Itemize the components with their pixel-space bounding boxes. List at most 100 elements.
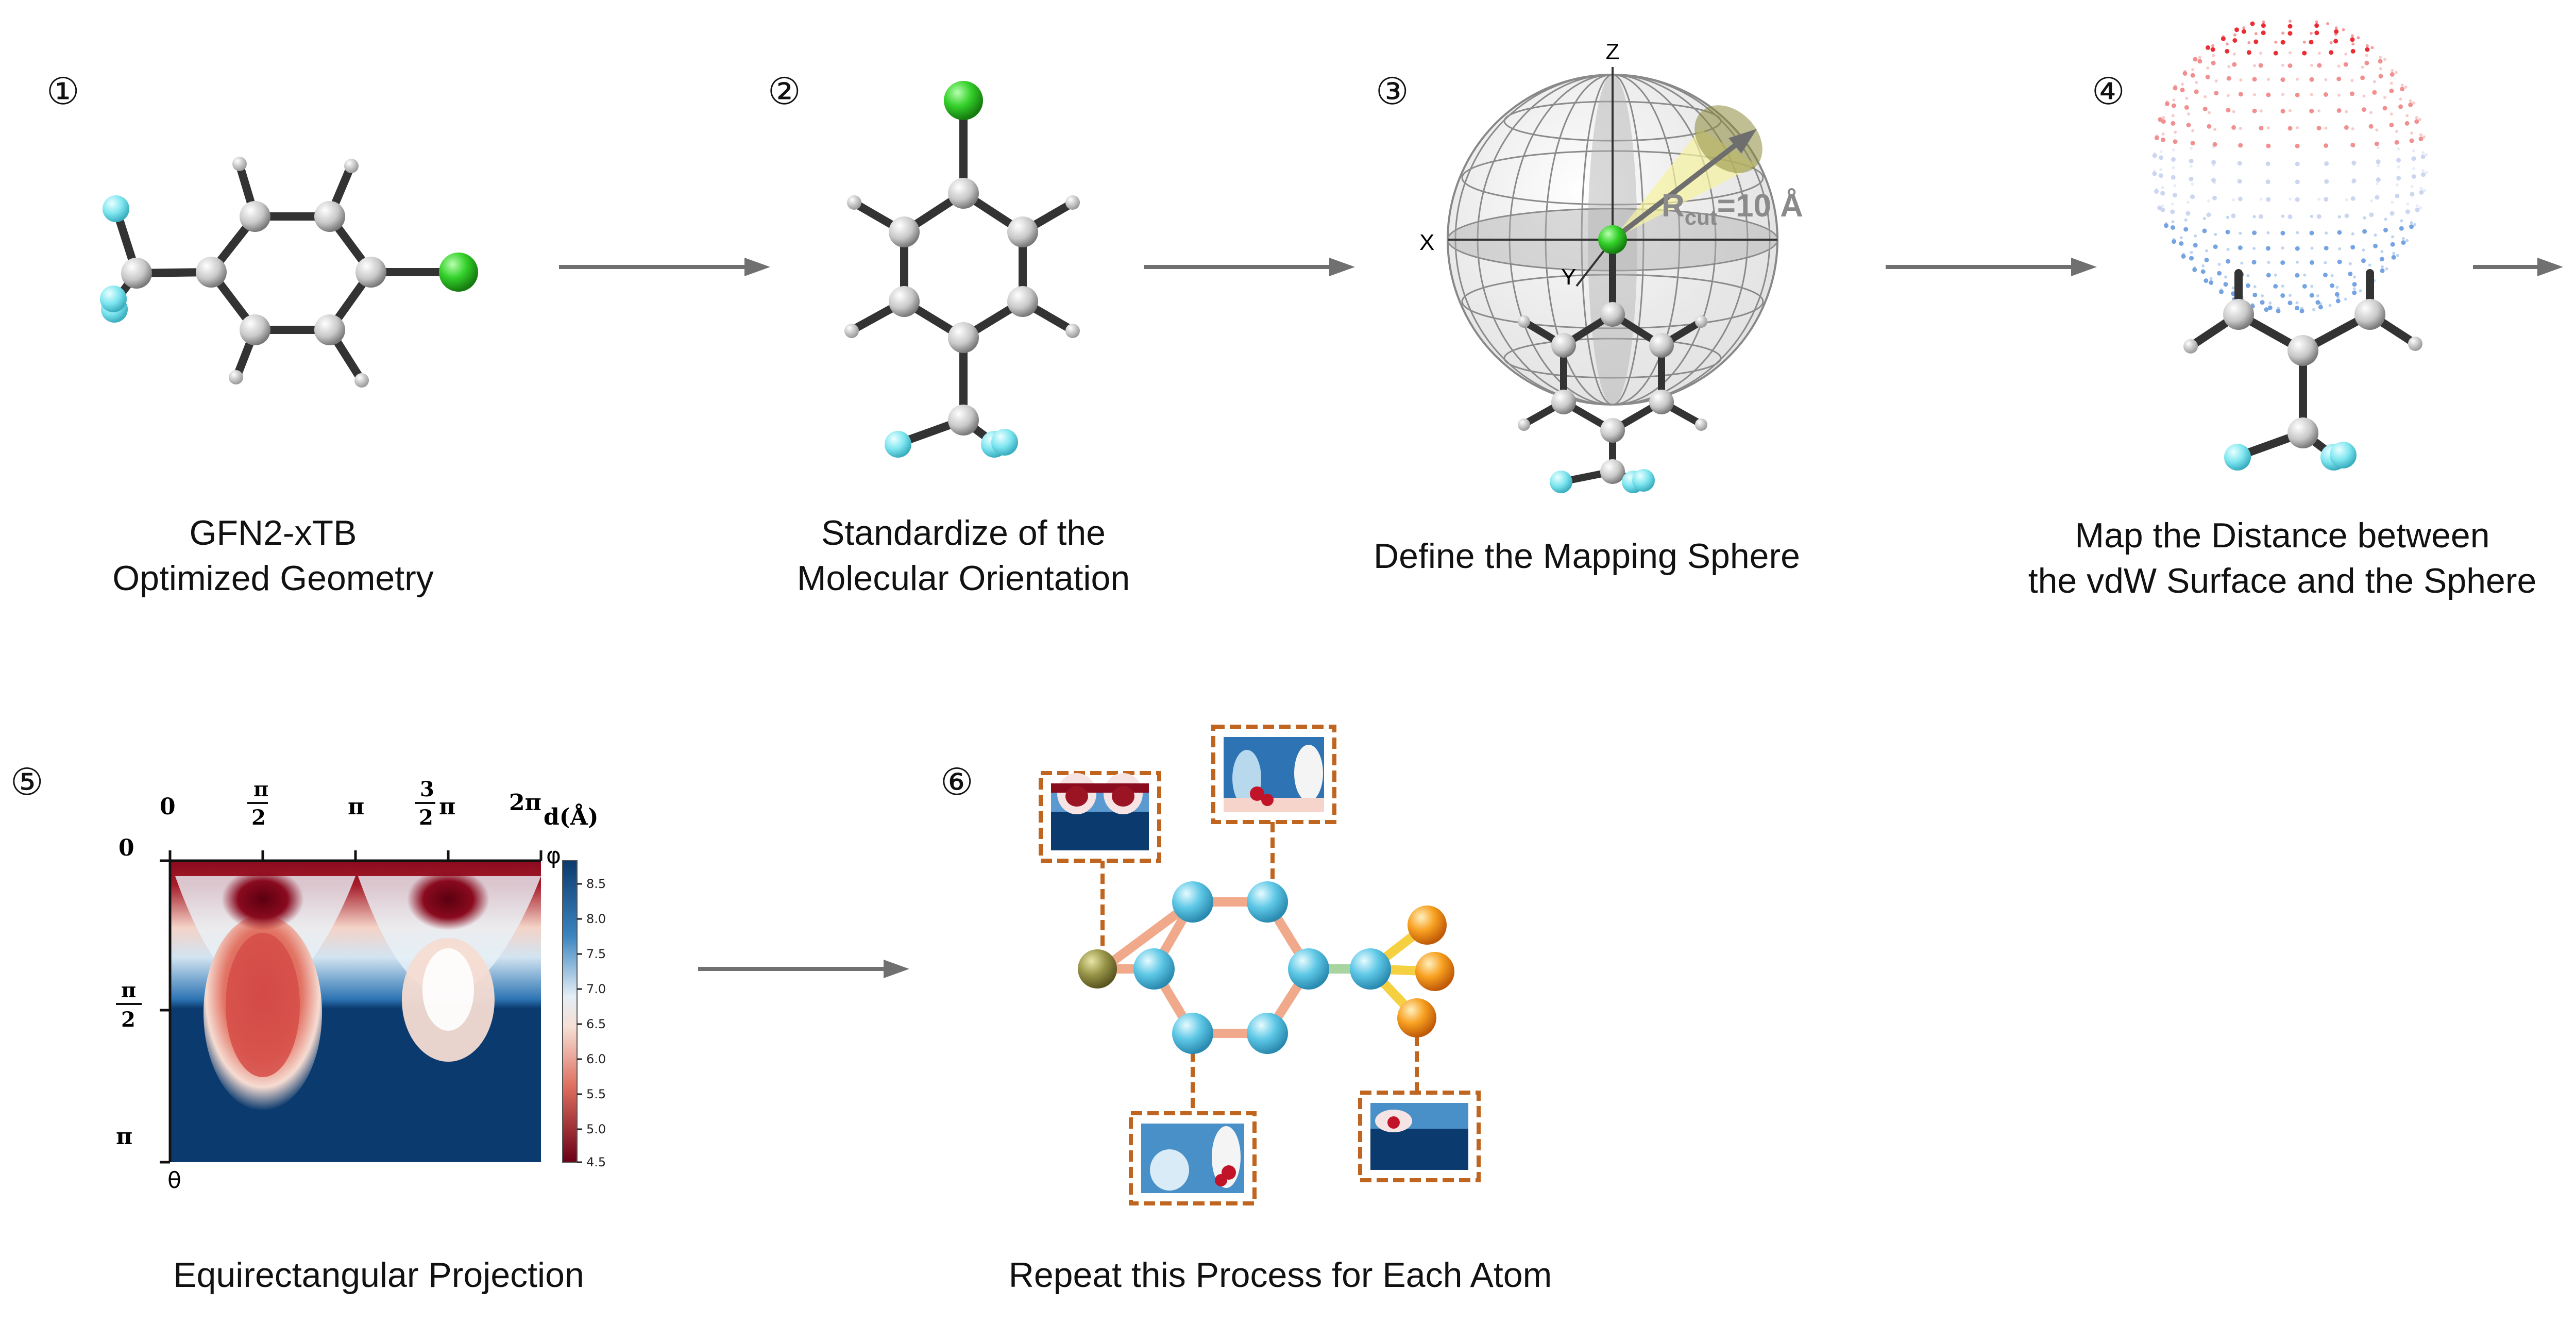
surface-dot bbox=[2350, 48, 2355, 54]
surface-dot bbox=[2240, 261, 2244, 265]
colorbar-tick: 7.0 bbox=[586, 982, 606, 996]
surface-dot bbox=[2309, 77, 2314, 82]
surface-dot bbox=[2376, 159, 2381, 164]
surface-dot bbox=[2295, 273, 2300, 278]
surface-dot bbox=[2280, 230, 2285, 236]
surface-dot bbox=[2374, 141, 2379, 146]
surface-dot bbox=[2330, 283, 2335, 288]
surface-dot bbox=[2318, 305, 2323, 310]
surface-dot bbox=[2287, 24, 2293, 29]
surface-dot bbox=[2302, 40, 2306, 44]
surface-dot bbox=[2295, 179, 2300, 185]
surface-dot bbox=[2381, 265, 2384, 269]
surface-dot bbox=[2408, 102, 2413, 107]
surface-dot bbox=[2415, 207, 2420, 212]
surface-dot bbox=[2315, 20, 2318, 24]
frac-denominator: 2 bbox=[419, 806, 433, 830]
surface-dot bbox=[2391, 69, 2394, 72]
colorbar-tick: 6.5 bbox=[586, 1017, 606, 1031]
surface-dot bbox=[2192, 267, 2197, 272]
step-2-number: ② bbox=[768, 70, 801, 113]
step-1-caption: GFN2-xTB Optimized Geometry bbox=[0, 510, 582, 601]
phi-tick-0: 0 bbox=[160, 794, 176, 820]
surface-dot bbox=[2405, 114, 2409, 118]
surface-dot bbox=[2336, 108, 2342, 113]
surface-dot bbox=[2197, 59, 2202, 64]
phi-tick-half-pi: π 2 bbox=[247, 777, 268, 830]
surface-dot bbox=[2362, 229, 2367, 234]
surface-dot bbox=[2153, 152, 2157, 156]
surface-dot bbox=[2187, 112, 2190, 116]
caption-line: Map the Distance between bbox=[2075, 516, 2490, 555]
surface-dot bbox=[2171, 175, 2176, 180]
surface-dot bbox=[2289, 51, 2292, 55]
surface-dot bbox=[2410, 221, 2413, 225]
surface-dot bbox=[2212, 195, 2217, 200]
surface-dot bbox=[2259, 109, 2263, 113]
surface-dot bbox=[2266, 197, 2271, 202]
surface-dot bbox=[2225, 229, 2230, 234]
surface-dot bbox=[2375, 195, 2380, 200]
surface-dot bbox=[2252, 77, 2257, 82]
surface-dot bbox=[2226, 259, 2231, 264]
surface-dot bbox=[2191, 182, 2194, 186]
surface-dot bbox=[2314, 23, 2319, 28]
surface-dot bbox=[2295, 161, 2300, 166]
surface-dot bbox=[2254, 32, 2258, 36]
surface-dot bbox=[2329, 41, 2333, 44]
surface-dot bbox=[2194, 89, 2199, 94]
surface-dot bbox=[2158, 173, 2163, 178]
surface-dot bbox=[2310, 246, 2314, 250]
surface-dot bbox=[2268, 301, 2272, 305]
surface-dot bbox=[2378, 74, 2383, 79]
surface-dot bbox=[2372, 90, 2377, 95]
surface-dot bbox=[2345, 198, 2348, 202]
surface-dot bbox=[2295, 143, 2300, 148]
surface-dot bbox=[2226, 76, 2231, 81]
surface-dot bbox=[2419, 133, 2422, 137]
surface-dot bbox=[2190, 250, 2193, 254]
surface-dot bbox=[2303, 273, 2307, 277]
surface-dot bbox=[2382, 106, 2387, 111]
surface-dot bbox=[2383, 96, 2386, 99]
surface-dot bbox=[2205, 249, 2208, 253]
surface-dot bbox=[2296, 126, 2299, 129]
surface-dot bbox=[2210, 47, 2215, 52]
surface-dot bbox=[2410, 185, 2414, 188]
surface-dot bbox=[2157, 205, 2162, 210]
surface-dot bbox=[2330, 274, 2334, 277]
surface-dot bbox=[2317, 52, 2321, 55]
caption-line: Optimized Geometry bbox=[112, 559, 434, 598]
equirectangular-projection: 0 π 2 π 3 2 π 2π φ 0 π 2 π θ d(Å) 8.5 8.… bbox=[116, 777, 606, 1194]
surface-dot bbox=[2370, 46, 2374, 49]
phi-tick-2pi: 2π bbox=[509, 790, 541, 816]
radius-symbol: R bbox=[1662, 188, 1685, 224]
surface-dot bbox=[2232, 198, 2235, 202]
surface-dot bbox=[2385, 267, 2388, 271]
surface-dot bbox=[2253, 64, 2256, 68]
surface-dot bbox=[2394, 71, 2398, 74]
surface-dot bbox=[2411, 156, 2416, 161]
surface-dot bbox=[2266, 273, 2271, 278]
molecule-optimized-geometry bbox=[100, 157, 478, 388]
surface-dot bbox=[2161, 186, 2164, 189]
surface-dot bbox=[2420, 154, 2426, 159]
surface-dot bbox=[2189, 256, 2194, 261]
surface-dot bbox=[2344, 213, 2349, 219]
theta-tick-0: 0 bbox=[118, 835, 134, 861]
surface-dot bbox=[2404, 86, 2408, 89]
surface-dot bbox=[2396, 254, 2399, 257]
surface-dot bbox=[2380, 268, 2385, 273]
surface-dot bbox=[2211, 44, 2215, 47]
colorbar-tick: 4.5 bbox=[586, 1155, 606, 1169]
surface-dot bbox=[2245, 283, 2250, 288]
surface-dot bbox=[2219, 288, 2223, 292]
surface-dot bbox=[2343, 62, 2348, 67]
surface-dot bbox=[2265, 161, 2270, 166]
surface-dot bbox=[2237, 179, 2242, 184]
caption-line: Standardize of the bbox=[821, 513, 1106, 552]
surface-dot bbox=[2324, 261, 2327, 264]
surface-dot bbox=[2259, 214, 2264, 219]
surface-dot bbox=[2206, 66, 2210, 70]
surface-dot bbox=[2315, 300, 2320, 305]
